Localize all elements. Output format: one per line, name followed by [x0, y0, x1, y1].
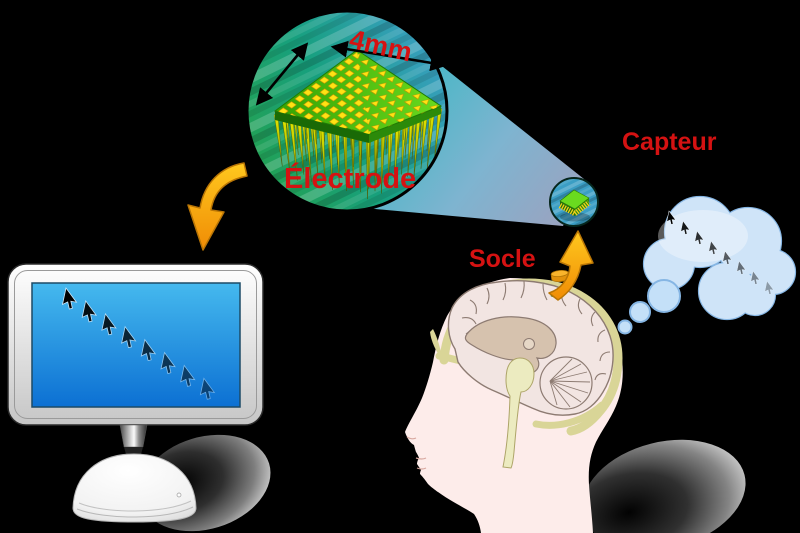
head-shadow — [582, 439, 746, 533]
label-capteur: Capteur — [622, 128, 717, 156]
brainstem — [502, 357, 535, 469]
label-electrode: Électrode — [284, 163, 417, 195]
sensor-chip — [559, 189, 590, 210]
dimension-arrow-4mm — [330, 40, 448, 72]
thought-bubble-trail-2 — [629, 301, 651, 323]
brain — [447, 280, 614, 469]
arrow-to-monitor — [187, 162, 248, 251]
thought-bubble-trail-3 — [617, 319, 633, 335]
arrow-to-sensor — [548, 230, 594, 301]
sensor-chip-circle — [549, 177, 599, 227]
label-socle: Socle — [469, 245, 536, 273]
thalamus — [523, 338, 535, 350]
face-lines — [406, 436, 427, 470]
head — [405, 270, 623, 533]
electrode-magnifier — [245, 9, 449, 213]
monitor — [7, 263, 264, 523]
dimension-arrow-side — [255, 42, 309, 106]
thought-bubble — [617, 195, 797, 335]
monitor-stand — [72, 424, 197, 523]
thought-bubble-trail-1 — [647, 279, 681, 313]
corpus-callosum — [464, 316, 557, 374]
cerebellum — [539, 356, 593, 410]
